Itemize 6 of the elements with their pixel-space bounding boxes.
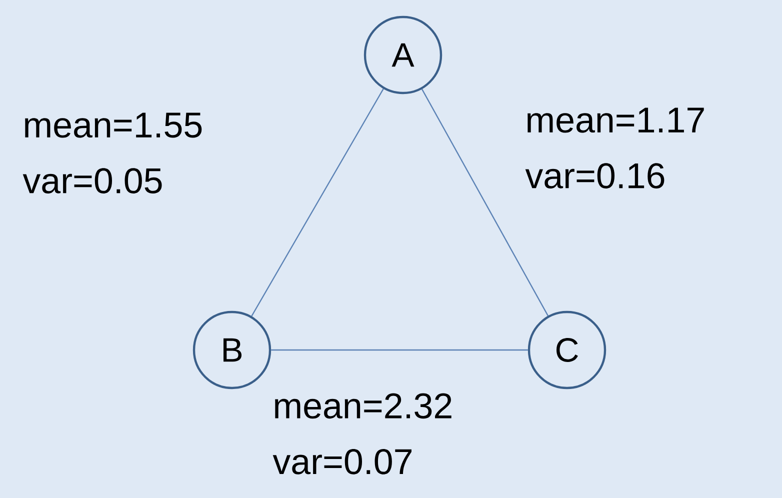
connector-line xyxy=(421,88,549,316)
edge-label: mean=2.32 var=0.07 xyxy=(272,393,452,474)
connector-line xyxy=(251,88,384,316)
connector-line xyxy=(271,349,528,351)
edge-label: mean=1.55 var=0.05 xyxy=(22,112,202,194)
edge-label: mean=1.17 var=0.16 xyxy=(525,108,704,188)
